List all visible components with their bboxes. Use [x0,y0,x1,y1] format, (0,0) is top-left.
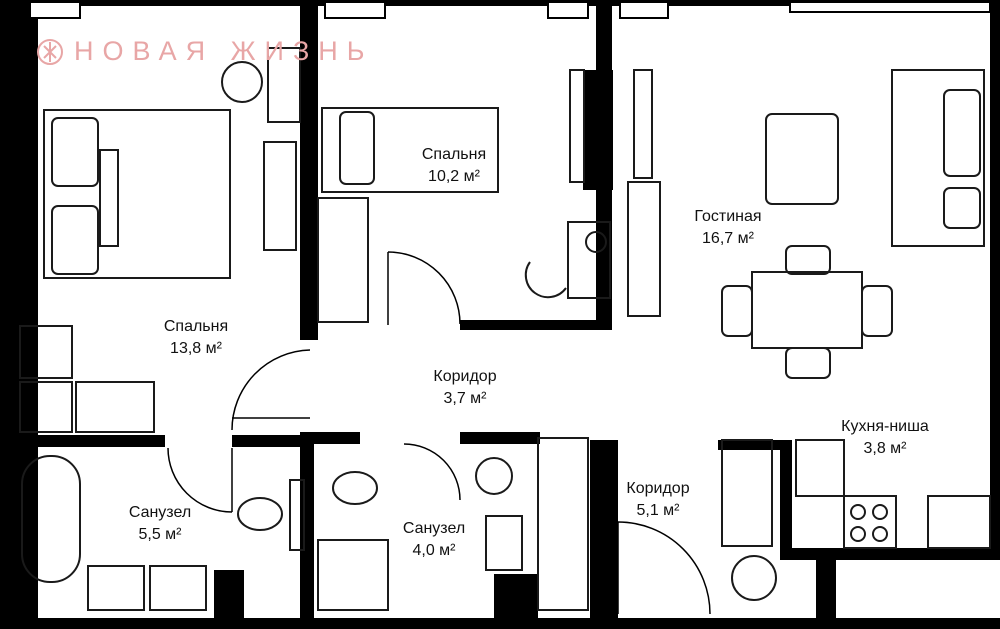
toilet [332,471,378,505]
room-area: 5,1 м² [636,502,680,519]
washbasin [149,565,207,611]
room-label-corridor-right: Коридор 5,1 м² [626,478,689,522]
room-area: 13,8 м² [170,340,222,357]
double-bed [43,109,231,279]
coffee-table [765,113,839,205]
room-name: Санузел [128,504,192,521]
bathtub [21,455,81,583]
room-area: 16,7 м² [702,230,754,247]
shower [317,539,389,611]
room-label-bedroom-small: Спальня 10,2 м² [422,144,486,188]
room-name: Спальня [421,146,487,163]
desk [567,221,611,299]
round-table [221,61,263,103]
sofa [891,69,985,247]
toilet [237,497,283,531]
room-name: Санузел [402,520,466,537]
room-label-living-room: Гостиная 16,7 м² [694,206,761,250]
stove [843,495,897,549]
windows [29,1,991,19]
room-area: 3,8 м² [863,440,907,457]
brand-name: НОВАЯ ЖИЗНЬ [74,36,374,66]
wardrobe [317,197,369,323]
room-area: 4,0 м² [412,542,456,559]
room-name: Спальня [163,318,229,335]
dining-table [751,271,863,349]
room-name: Коридор [433,368,497,385]
room-area: 5,5 м² [138,526,182,543]
room-label-bathroom-small: Санузел 4,0 м² [403,518,465,562]
room-label-corridor-center: Коридор 3,7 м² [433,366,496,410]
room-area: 3,7 м² [443,390,487,407]
washbasin [485,515,523,571]
doors [167,251,711,615]
room-area: 10,2 м² [428,168,480,185]
sink [795,439,845,497]
brand-logo-icon [37,38,63,65]
fridge [927,495,991,549]
washing-machine [475,457,513,495]
washbasin [87,565,145,611]
brand-logo: НОВАЯ ЖИЗНЬ [36,36,373,67]
room-name: Коридор [626,480,690,497]
room-label-bathroom-large: Санузел 5,5 м² [129,502,191,546]
washing-machine [731,555,777,601]
wardrobe [537,437,589,611]
single-bed [321,107,499,193]
room-label-kitchen-niche: Кухня-ниша 3,8 м² [841,416,929,460]
room-label-bedroom-large: Спальня 13,8 м² [164,316,228,360]
room-name: Гостиная [694,208,762,225]
room-name: Кухня-ниша [841,418,929,435]
wardrobe [19,325,73,379]
furniture [19,47,991,611]
